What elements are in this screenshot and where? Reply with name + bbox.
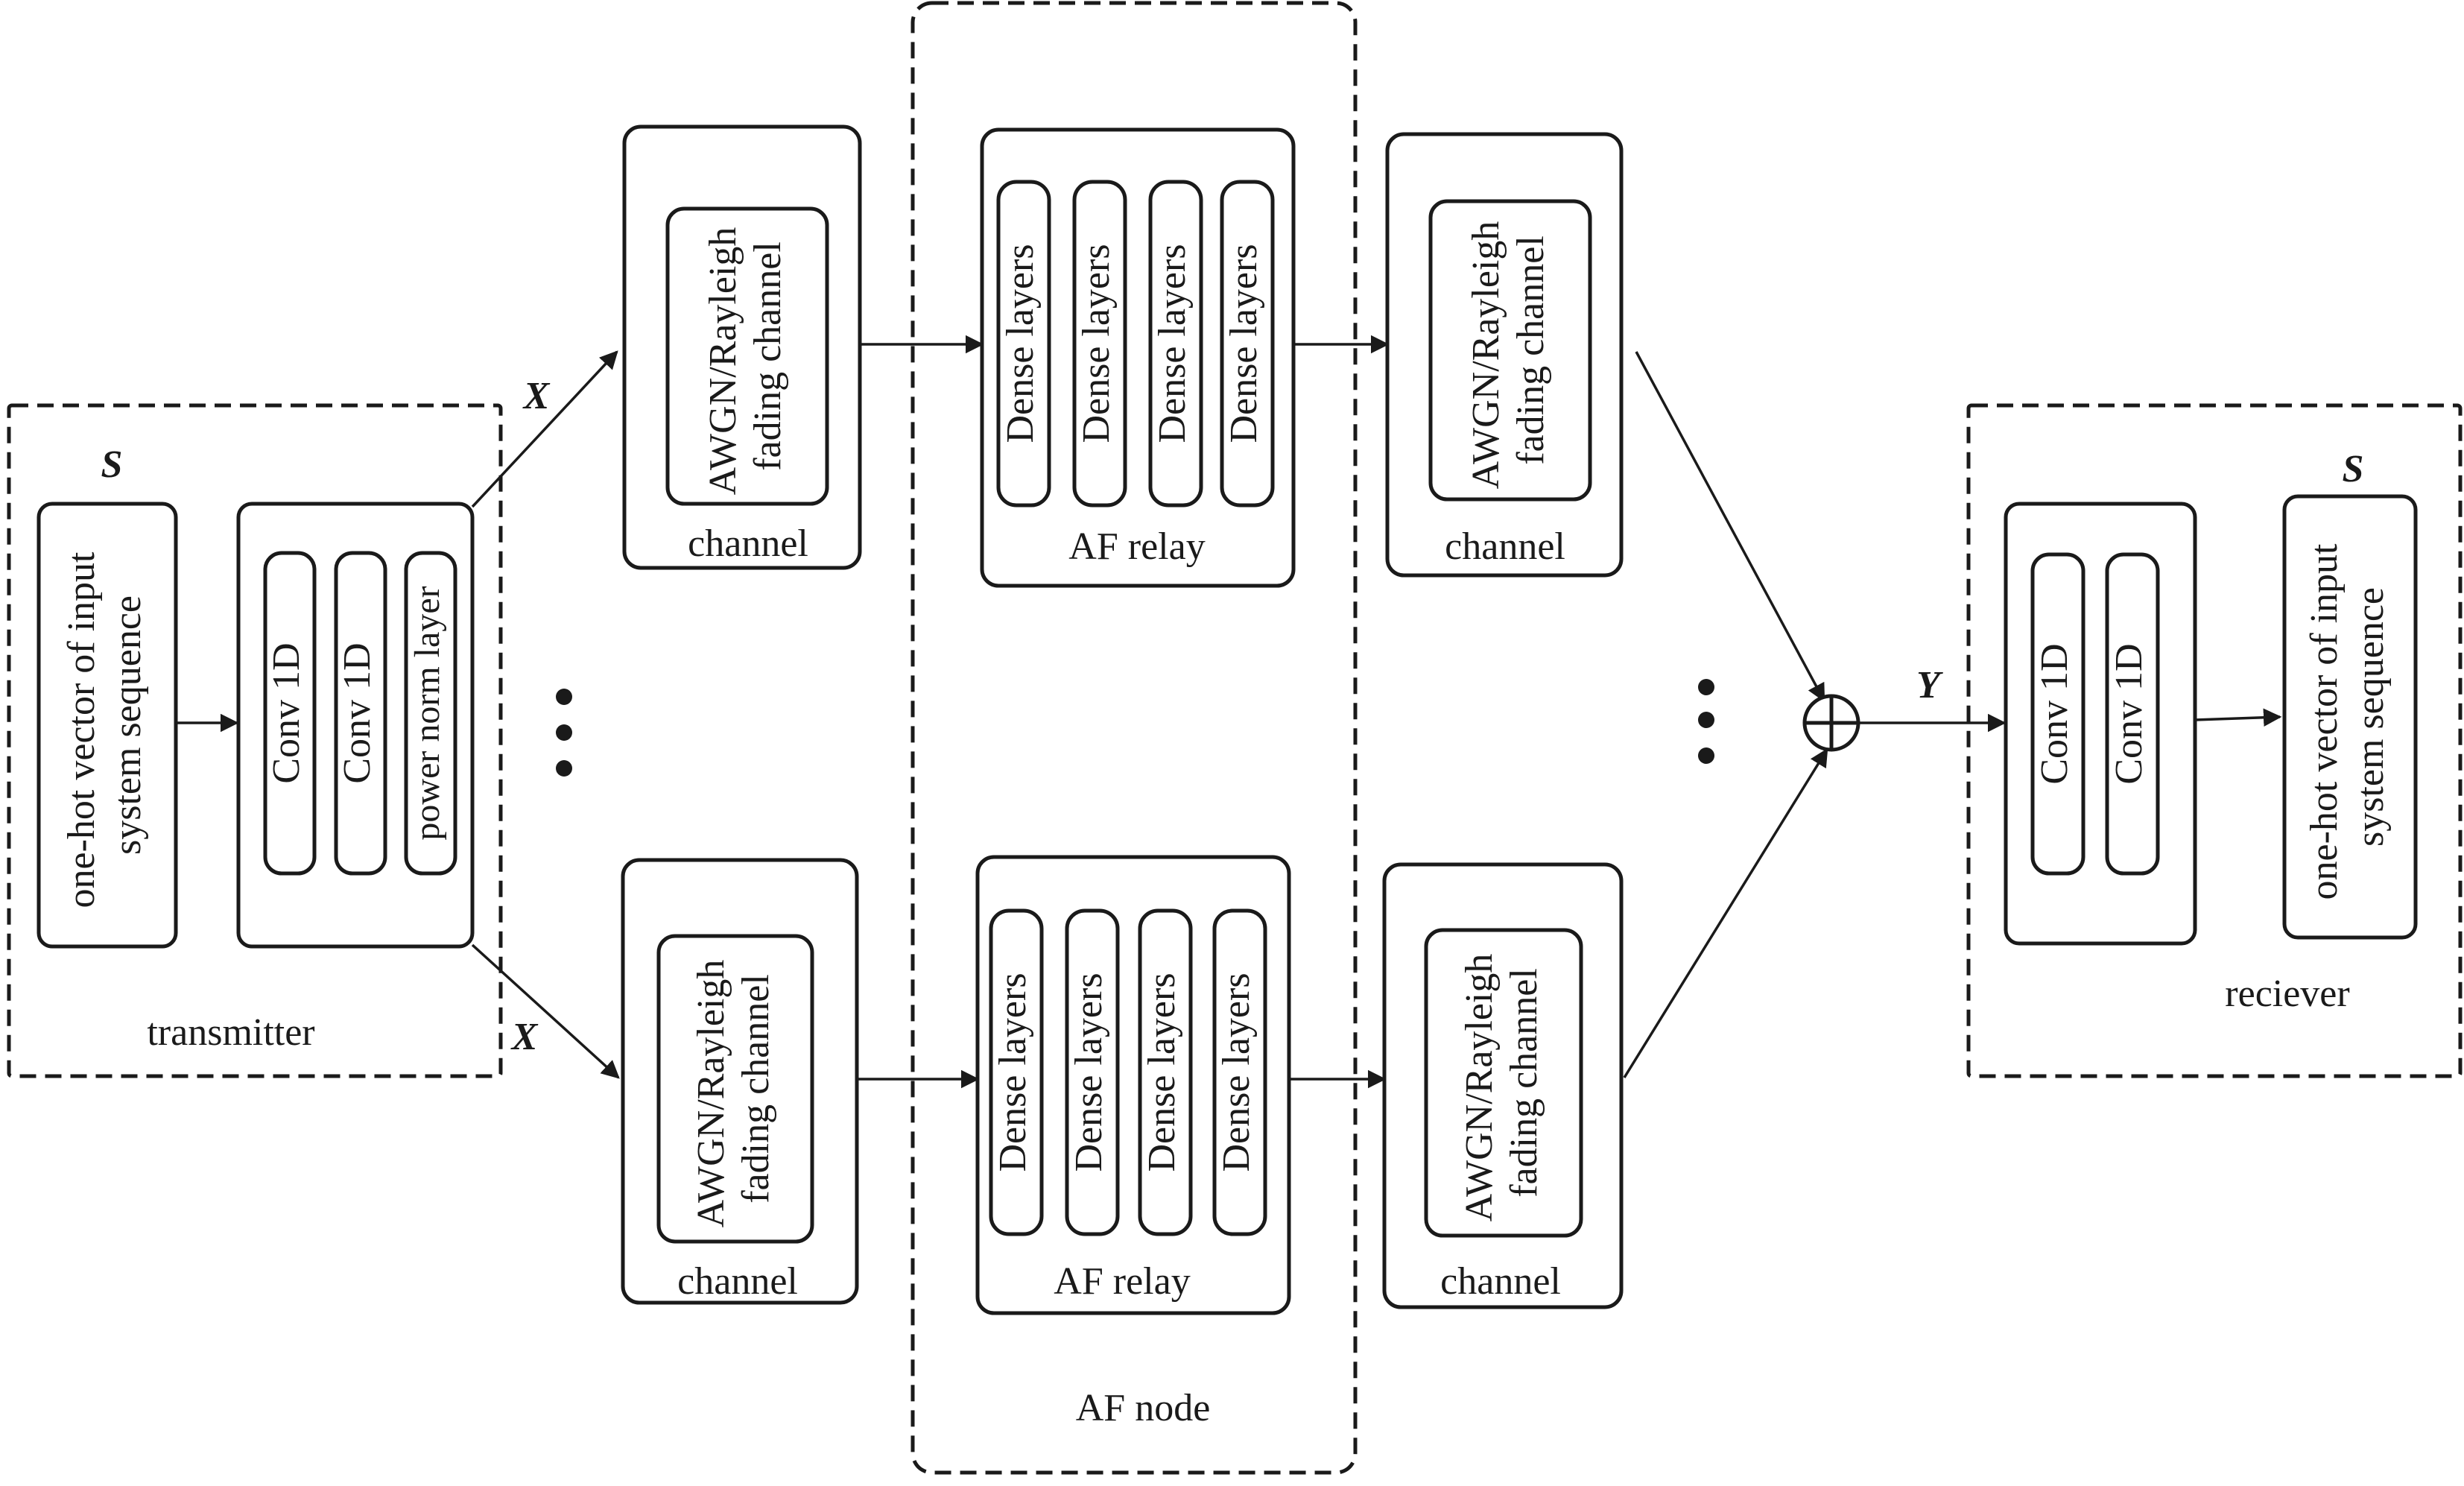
lower-relay-dense-4 bbox=[1212, 908, 1267, 1236]
lower-channel2-label: channel bbox=[1440, 1260, 1561, 1303]
svg-text:one-hot vector of input sy: one-hot vector of input system sequence bbox=[2303, 534, 2392, 900]
upper-channel1-inner-line1: AWGN/Rayleigh bbox=[702, 227, 744, 496]
lower-relay-box bbox=[975, 855, 1291, 1315]
arrow-decoder-to-output bbox=[2194, 708, 2282, 727]
rx-conv1d-1-label: Conv 1D bbox=[2033, 643, 2076, 784]
upper-relay-dense-3-label: Dense layers bbox=[1151, 244, 1194, 443]
upper-relay-dense-2-label: Dense layers bbox=[1075, 244, 1118, 443]
upper-relay-dense-4 bbox=[1220, 180, 1275, 508]
upper-channel2-inner bbox=[1428, 199, 1592, 502]
lower-relay-dense-2-label: Dense layers bbox=[1068, 973, 1110, 1172]
rx-conv1d-1 bbox=[2030, 552, 2085, 876]
tx-conv1d-1 bbox=[263, 551, 317, 876]
lower-channel2-inner-line2: fading channel bbox=[1503, 968, 1545, 1198]
summation-node bbox=[1802, 694, 1860, 752]
rx-conv1d-2-label: Conv 1D bbox=[2108, 643, 2150, 784]
arrow-upper-to-sum bbox=[1635, 351, 1825, 703]
svg-text:AWGN/Rayleigh fading chann: AWGN/Rayleigh fading channel bbox=[1465, 212, 1552, 490]
ellipsis-dot bbox=[556, 724, 572, 741]
tx-conv1d-2 bbox=[334, 551, 387, 876]
upper-channel1-inner-line2: fading channel bbox=[747, 241, 789, 471]
lower-channel1-label: channel bbox=[677, 1260, 798, 1303]
svg-text:AWGN/Rayleigh fading chann: AWGN/Rayleigh fading channel bbox=[702, 218, 789, 496]
upper-relay-box bbox=[980, 127, 1296, 588]
upper-relay-label: AF relay bbox=[1068, 525, 1205, 568]
ellipsis-dot bbox=[556, 689, 572, 705]
received-symbol-y: Y bbox=[1916, 664, 1943, 706]
ellipsis-dot bbox=[1698, 747, 1714, 764]
upper-channel2-label: channel bbox=[1445, 525, 1565, 568]
lower-relay-label: AF relay bbox=[1054, 1260, 1190, 1303]
upper-relay-dense-2 bbox=[1072, 180, 1127, 508]
lower-relay-dense-3-label: Dense layers bbox=[1141, 973, 1183, 1172]
lower-relay-dense-4-label: Dense layers bbox=[1215, 973, 1258, 1172]
tx-power-norm bbox=[404, 551, 457, 876]
ellipsis-dot bbox=[1698, 679, 1714, 695]
svg-text:AWGN/Rayleigh fading chann: AWGN/Rayleigh fading channel bbox=[690, 950, 777, 1228]
lower-relay-dense-1-label: Dense layers bbox=[992, 973, 1034, 1172]
upper-relay-dense-4-label: Dense layers bbox=[1223, 244, 1265, 443]
tx-conv1d-1-label: Conv 1D bbox=[265, 642, 308, 783]
arrow-lower-to-sum bbox=[1623, 747, 1828, 1078]
lower-relay-dense-2 bbox=[1065, 908, 1120, 1236]
af-node-label: AF node bbox=[1076, 1387, 1211, 1429]
lower-symbol-x: X bbox=[510, 1016, 539, 1058]
tx-conv1d-2-label: Conv 1D bbox=[336, 642, 379, 783]
arrow-encoder-to-upper-channel bbox=[471, 350, 618, 508]
upper-channel1-inner bbox=[665, 206, 829, 506]
transmitter-label: transmitter bbox=[147, 1011, 314, 1054]
output-symbol-s: S bbox=[2343, 448, 2364, 490]
tx-power-norm-label: power norm layer bbox=[408, 586, 447, 840]
lower-channel1-inner-line2: fading channel bbox=[735, 974, 777, 1204]
upper-symbol-x: X bbox=[522, 375, 551, 417]
upper-relay-dense-3 bbox=[1148, 180, 1203, 508]
upper-channel2-inner-line2: fading channel bbox=[1510, 235, 1552, 465]
upper-relay-dense-1 bbox=[996, 180, 1051, 508]
input-vector-line2: system sequence bbox=[107, 595, 149, 855]
svg-text:AWGN/Rayleigh fading chann: AWGN/Rayleigh fading channel bbox=[1458, 944, 1545, 1222]
lower-channel1-inner-line1: AWGN/Rayleigh bbox=[690, 960, 732, 1228]
upper-channel2-inner-line1: AWGN/Rayleigh bbox=[1465, 221, 1507, 490]
output-vector-box bbox=[2282, 494, 2418, 940]
upper-relay-dense-1-label: Dense layers bbox=[999, 244, 1042, 443]
receiver-label: reciever bbox=[2225, 973, 2349, 1015]
input-symbol-s: S bbox=[101, 443, 123, 486]
output-vector-line2: system sequence bbox=[2349, 587, 2392, 847]
af-node-group bbox=[910, 1, 1358, 1475]
output-vector-line1: one-hot vector of input bbox=[2303, 543, 2346, 900]
svg-text:one-hot vector of input sy: one-hot vector of input system sequence bbox=[60, 543, 149, 908]
ellipsis-dot bbox=[556, 760, 572, 777]
lower-channel1-inner bbox=[656, 934, 814, 1244]
upper-channel1-label: channel bbox=[688, 522, 808, 565]
input-vector-line1: one-hot vector of input bbox=[60, 551, 103, 908]
lower-relay-dense-3 bbox=[1138, 908, 1193, 1236]
lower-relay-dense-1 bbox=[989, 908, 1044, 1236]
input-vector-box bbox=[37, 502, 178, 949]
ellipsis-dot bbox=[1698, 712, 1714, 728]
arrow-encoder-to-lower-channel bbox=[471, 943, 620, 1079]
rx-conv1d-2 bbox=[2105, 552, 2160, 876]
lower-channel2-inner-line1: AWGN/Rayleigh bbox=[1458, 954, 1501, 1222]
lower-channel2-inner bbox=[1424, 928, 1583, 1238]
transmitter-group bbox=[7, 403, 503, 1078]
receiver-group bbox=[1966, 403, 2463, 1078]
